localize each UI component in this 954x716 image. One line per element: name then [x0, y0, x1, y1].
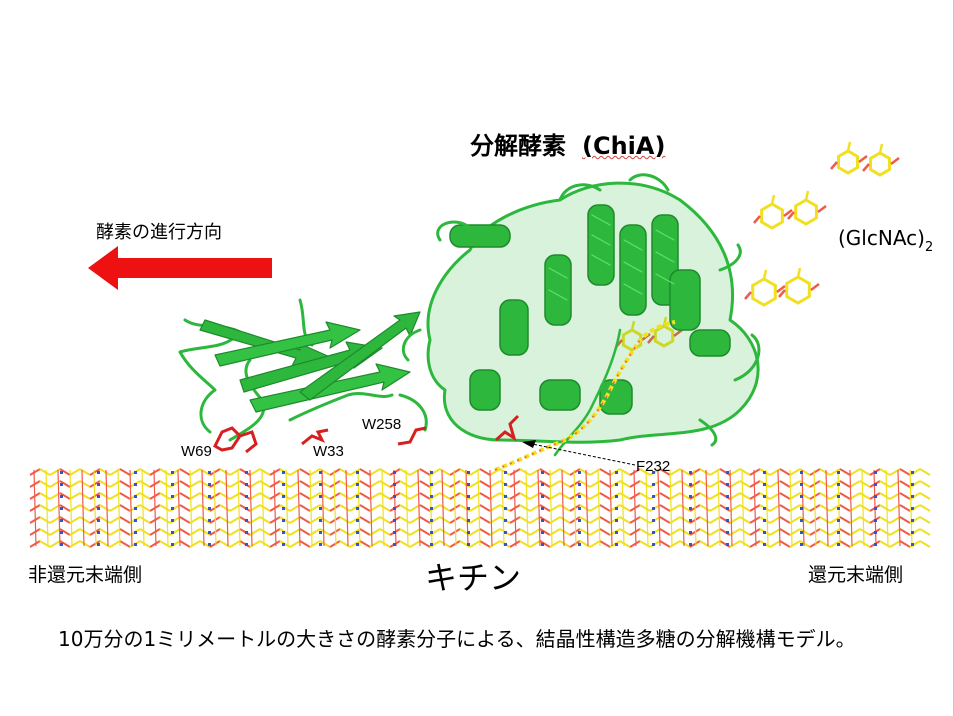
residue-w69-label: W69 — [181, 443, 212, 460]
reducing-end-label: 還元末端側 — [808, 564, 904, 586]
chia-enzyme-cartoon — [178, 173, 761, 457]
title-en: (ChiA) — [582, 132, 666, 160]
residue-w258-label: W258 — [362, 416, 402, 433]
direction-label: 酵素の進行方向 — [96, 222, 222, 243]
non-reducing-end-label: 非還元末端側 — [28, 564, 143, 586]
direction-arrow-icon — [88, 246, 272, 290]
caption: 10万分の1ミリメートルの大きさの酵素分子による、結晶性構造多糖の分解機構モデル… — [58, 627, 856, 651]
aromatic-residues — [213, 414, 520, 454]
glcnac-main: (GlcNAc) — [838, 226, 925, 250]
enzyme-title: 分解酵素 (ChiA) — [470, 126, 665, 161]
residue-w33-label: W33 — [313, 443, 344, 460]
chitin-crystal-lattice — [29, 468, 931, 548]
glcnac-disaccharides — [615, 141, 900, 352]
glcnac-subscript: 2 — [924, 240, 934, 255]
residue-f232-label: F232 — [636, 458, 671, 475]
glcnac-label: (GlcNAc)2 — [838, 226, 933, 255]
title-jp: 分解酵素 — [470, 132, 566, 160]
f232-pointer-icon — [522, 440, 536, 448]
substrate-label: キチン — [425, 559, 522, 597]
